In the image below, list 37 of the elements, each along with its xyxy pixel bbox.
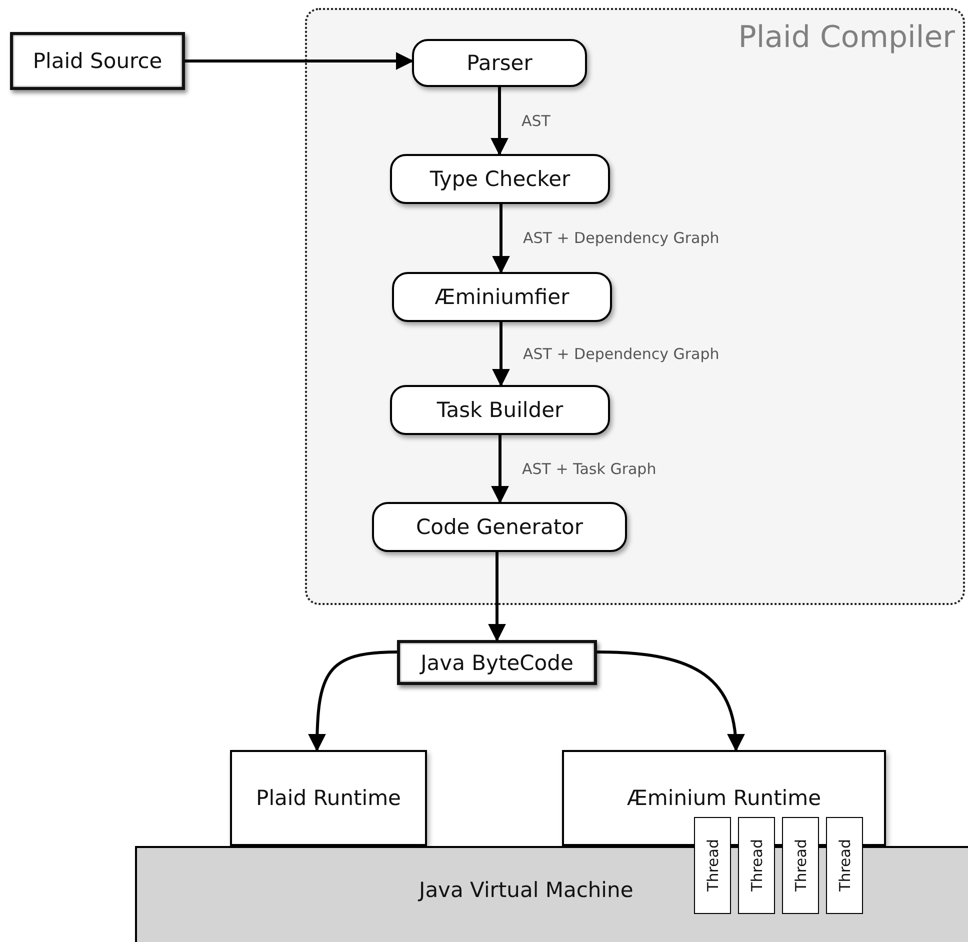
arrow	[492, 204, 510, 274]
arrow	[491, 435, 509, 504]
node-label: Plaid Source	[32, 49, 162, 73]
node-label: Type Checker	[430, 167, 570, 191]
node-label: Parser	[466, 51, 532, 75]
sketch-box	[397, 640, 597, 685]
node-label: Thread	[748, 839, 766, 892]
arrow	[596, 650, 744, 752]
thread-box	[782, 817, 819, 914]
arrow	[490, 87, 508, 156]
thread-box	[826, 817, 863, 914]
arrow	[308, 650, 398, 752]
thread-box	[738, 817, 775, 914]
process-box	[392, 272, 612, 322]
node-label: Code Generator	[416, 515, 584, 539]
node-label: Æminiumfier	[434, 285, 570, 309]
arrow	[185, 52, 414, 70]
process-box	[372, 502, 627, 552]
node-label: Æminium Runtime	[626, 786, 822, 810]
arrow	[488, 552, 506, 642]
process-box	[390, 154, 610, 204]
process-box	[412, 39, 587, 87]
runtime-box	[230, 750, 427, 846]
compiler-group	[305, 8, 965, 605]
group-title: Plaid Compiler	[738, 20, 955, 55]
thread-box	[694, 817, 731, 914]
node-label: Java Virtual Machine	[419, 878, 634, 902]
node-label: Java ByteCode	[420, 650, 574, 674]
arrow	[492, 322, 510, 387]
node-label: Task Builder	[436, 398, 564, 422]
node-label: Thread	[704, 839, 722, 892]
edge-label: AST	[520, 112, 552, 130]
node-label: Plaid Runtime	[256, 786, 401, 810]
sketch-box	[10, 32, 185, 90]
node-label: Thread	[792, 839, 810, 892]
node-label: Thread	[836, 839, 854, 892]
process-box	[390, 385, 610, 435]
